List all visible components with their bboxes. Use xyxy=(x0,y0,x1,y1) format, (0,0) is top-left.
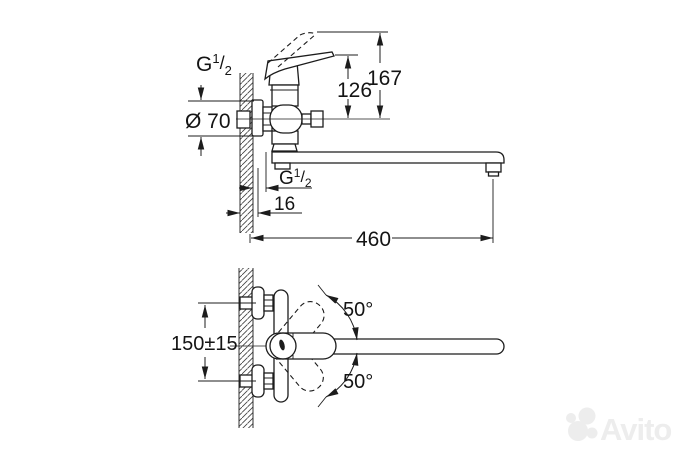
thread-size-label-top: G1/2 xyxy=(196,51,232,78)
angle-down-label: 50° xyxy=(343,371,373,393)
faucet-body xyxy=(268,61,303,152)
dimension-wall-16: 16 xyxy=(226,194,302,217)
plan-view: 150±15 50° 50° xyxy=(171,268,505,428)
dimension-angle-down: 50° xyxy=(317,352,373,408)
wall-16-label: 16 xyxy=(274,194,295,215)
dimension-height-126: 126 xyxy=(337,56,372,118)
spacing-150-label: 150±15 xyxy=(171,333,238,355)
spout xyxy=(271,151,505,177)
handle-boss xyxy=(269,332,297,360)
dimension-spacing-150: 150±15 xyxy=(171,302,256,382)
watermark: Avito xyxy=(566,407,672,447)
handle-plan xyxy=(265,332,337,360)
aerator xyxy=(487,171,500,177)
wall-section xyxy=(239,73,254,233)
dimension-height-167: 167 xyxy=(367,33,402,118)
dimension-diameter-70: Ø 70 xyxy=(185,85,231,156)
thread-size-label-side: G1/2 xyxy=(279,166,312,190)
wall-section-plan xyxy=(238,268,254,428)
spout-nozzle xyxy=(485,162,502,173)
handle-mark xyxy=(279,339,285,351)
diameter-label: Ø 70 xyxy=(185,110,231,133)
upper-connection xyxy=(239,286,274,320)
reach-460-label: 460 xyxy=(356,228,391,251)
avito-logo-icon xyxy=(566,407,598,441)
side-view: Ø 70 G1/2 126 167 G1/2 16 xyxy=(185,31,505,251)
lever-handle xyxy=(264,51,335,81)
watermark-text: Avito xyxy=(600,412,671,447)
dimension-reach-460: 460 xyxy=(251,228,493,251)
height-126-label: 126 xyxy=(337,79,372,102)
escutcheon xyxy=(251,99,264,137)
concealed-union xyxy=(236,110,251,129)
angle-up-label: 50° xyxy=(343,299,373,321)
height-167-label: 167 xyxy=(367,67,402,90)
dimension-angle-up: 50° xyxy=(317,284,373,341)
dimension-thread-side: G1/2 xyxy=(239,166,312,192)
extension-lines xyxy=(188,31,494,243)
lever-handle-raised xyxy=(267,32,317,68)
